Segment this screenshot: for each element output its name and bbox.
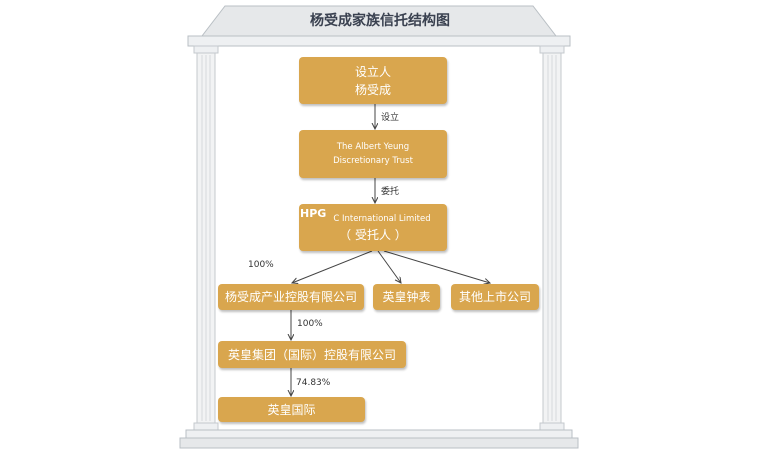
node-founder-name: 杨受成 [354,82,391,97]
node-emperor-group-label: 英皇集团（国际）控股有限公司 [227,347,396,362]
node-other-listed-label: 其他上市公司 [458,290,531,304]
arrow-trustee-to-holdings [292,250,373,283]
node-trustee: C International Limited （ 受托人 ） [299,204,447,251]
right-pillar [539,45,565,431]
node-industry-holdings: 杨受成产业控股有限公司 [218,284,364,310]
node-emperor-watch-label: 英皇钟表 [382,290,431,304]
node-founder: 设立人 杨受成 [299,57,447,104]
node-emperor-group: 英皇集团（国际）控股有限公司 [218,341,406,368]
node-trust: The Albert Yeung Discretionary Trust [299,130,447,178]
edge-label-pct-group: 100% [297,319,323,329]
edge-label-entrust: 委托 [381,187,400,197]
node-trustee-role: （ 受托人 ） [339,227,407,242]
entablature [187,35,571,47]
node-emperor-watch: 英皇钟表 [373,284,440,310]
node-trust-line1: The Albert Yeung [336,142,410,152]
node-industry-holdings-label: 杨受成产业控股有限公司 [224,290,357,304]
trustee-logo-text: HPG [300,207,327,220]
base-step-bottom [179,437,579,449]
edge-label-pct-holdings: 100% [248,260,274,270]
base-step-top [185,429,573,439]
edge-label-pct-intl: 74.83% [296,378,331,388]
edge-label-establish: 设立 [381,113,400,123]
node-founder-role: 设立人 [354,64,391,79]
node-other-listed: 其他上市公司 [451,284,539,310]
node-trust-line2: Discretionary Trust [333,156,413,166]
node-emperor-intl-label: 英皇国际 [267,402,316,417]
node-trustee-name: C International Limited [333,213,431,224]
node-emperor-intl: 英皇国际 [218,397,365,422]
arrow-trustee-to-watch [377,250,401,283]
left-pillar [193,45,219,431]
arrow-trustee-to-other [383,250,490,283]
diagram-title: 杨受成家族信托结构图 [310,13,450,29]
